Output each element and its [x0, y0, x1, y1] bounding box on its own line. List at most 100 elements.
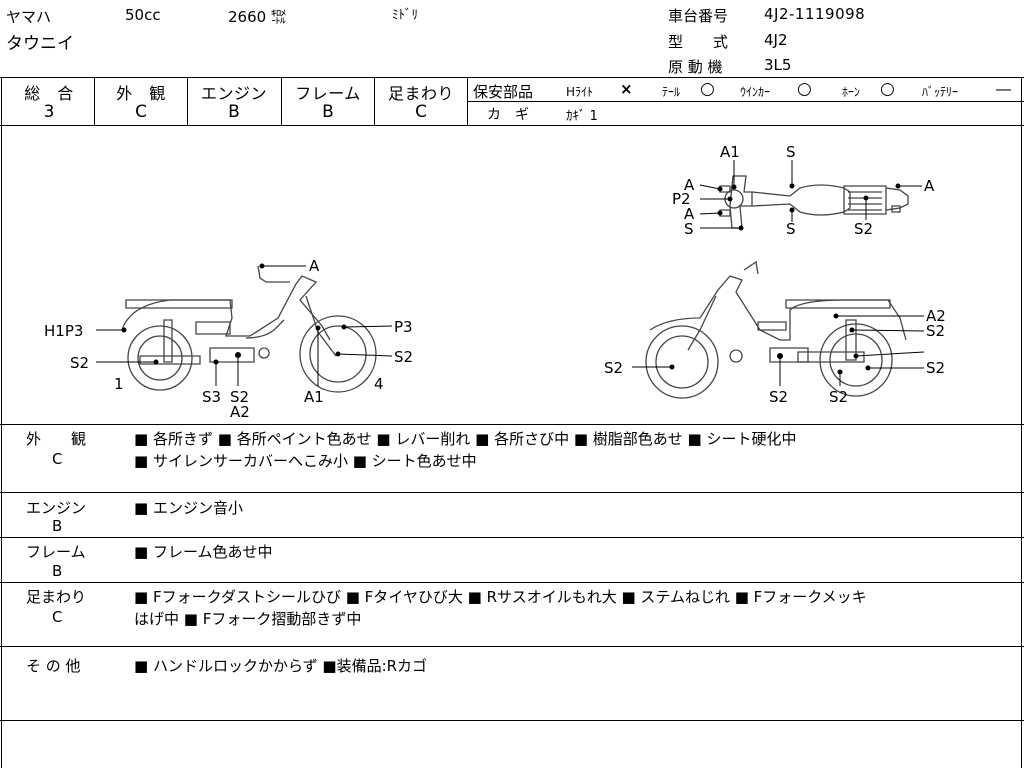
grade-label-exterior: 外 観: [116, 84, 166, 103]
rule-right-edge: [1021, 77, 1022, 768]
right-label-s2-front: S2: [604, 359, 623, 377]
remark-grade-engine: B: [52, 517, 63, 535]
remark-line-frame-1: ■ フレーム色あせ中: [134, 543, 273, 561]
grade-label-overall: 総 合: [24, 84, 74, 103]
rule-col-5: [467, 77, 468, 125]
rule-diagram-bottom: [0, 424, 1024, 425]
safety-tail-mark: ○: [700, 79, 715, 99]
remark-label-engine: エンジン: [26, 499, 87, 517]
top-label-s-mid: S: [786, 220, 796, 238]
rule-grades-bottom: [0, 125, 1024, 126]
right-label-s2-bottom-1: S2: [769, 388, 788, 406]
left-label-a2: A2: [230, 403, 250, 421]
rule-col-3: [281, 77, 282, 125]
rule-left-edge: [1, 77, 2, 768]
engine-label: 原 動 機: [668, 58, 723, 76]
safety-tail-label: ﾃｰﾙ: [662, 85, 681, 99]
top-view-leaders: [699, 160, 922, 229]
remark-grade-exterior: C: [52, 450, 63, 468]
left-label-s2-center: S2: [230, 388, 249, 406]
safety-battery-mark: ―: [996, 80, 1011, 98]
rule-col-2: [187, 77, 188, 125]
type-value: 4J2: [764, 31, 788, 49]
remark-grade-suspension: C: [52, 608, 63, 626]
left-view-markers: [121, 263, 347, 365]
top-label-a-2: A: [684, 205, 695, 223]
left-label-s2-front: S2: [394, 348, 413, 366]
top-label-p2: P2: [672, 190, 691, 208]
top-label-s: S: [786, 143, 796, 161]
left-view-drawing: [121, 265, 377, 393]
displacement: 50cc: [125, 6, 161, 24]
maker: ヤマハ: [6, 8, 52, 26]
left-label-h1p3: H1P3: [44, 322, 83, 340]
left-label-a1: A1: [304, 388, 324, 406]
safety-horn-mark: ○: [880, 79, 895, 99]
right-label-s2-upper: S2: [926, 322, 945, 340]
grade-value-exterior: C: [135, 102, 147, 122]
model-name: タウニイ: [6, 34, 74, 54]
top-label-s2: S2: [854, 220, 873, 238]
remark-line-suspension-1: ■ Fフォークダストシールひび ■ Fタイヤひび大 ■ Rサスオイルもれ大 ■ …: [134, 588, 867, 606]
chassis-number: 4J2-1119098: [764, 5, 866, 23]
rule-remarks-3: [0, 582, 1024, 583]
safety-headlight-label: Hﾗｲﾄ: [566, 85, 594, 99]
right-label-s2-bottom-2: S2: [829, 388, 848, 406]
top-label-s-left: S: [684, 220, 694, 238]
remark-label-other: そ の 他: [26, 657, 81, 675]
rule-remarks-5: [0, 720, 1024, 721]
rule-remarks-4: [0, 646, 1024, 647]
left-label-a: A: [309, 257, 320, 275]
grade-label-suspension: 足まわり: [387, 84, 454, 103]
grade-label-frame: フレーム: [295, 84, 361, 103]
grade-value-frame: B: [322, 102, 334, 122]
safety-title: 保安部品: [473, 83, 534, 101]
key-value: ｶｷﾞ 1: [566, 109, 598, 124]
grade-label-engine: エンジン: [200, 84, 267, 103]
left-label-1: 1: [114, 375, 124, 393]
rule-remarks-2: [0, 537, 1024, 538]
right-label-a2: A2: [926, 307, 946, 325]
safety-winker-mark: ○: [797, 79, 812, 99]
rule-col-1: [94, 77, 95, 125]
grade-value-engine: B: [228, 102, 240, 122]
left-label-s3: S3: [202, 388, 221, 406]
rule-col-4: [374, 77, 375, 125]
remark-line-engine-1: ■ エンジン音小: [134, 499, 243, 517]
engine-value: 3L5: [764, 56, 792, 74]
remark-label-exterior: 外 観: [26, 430, 87, 448]
remark-label-frame: フレーム: [26, 543, 86, 561]
type-label: 型 式: [668, 33, 729, 51]
left-label-p3: P3: [394, 318, 413, 336]
color: ﾐﾄﾞﾘ: [392, 8, 418, 23]
left-label-4: 4: [374, 375, 384, 393]
right-view-drawing: [645, 260, 907, 399]
inspection-diagram: A1 S A P2 A S S A S2 A H1P3 P3 S2 S2 1 S…: [44, 143, 946, 421]
right-label-s2-lower: S2: [926, 359, 945, 377]
safety-headlight-mark: ×: [620, 80, 633, 98]
left-label-s2-rear: S2: [70, 354, 89, 372]
grade-value-overall: 3: [43, 102, 55, 122]
top-label-a-1: A: [684, 176, 695, 194]
remark-grade-frame: B: [52, 562, 63, 580]
left-view-leaders: [96, 265, 393, 386]
key-label: カ ギ: [487, 107, 529, 123]
safety-horn-label: ﾎｰﾝ: [842, 85, 861, 99]
remark-line-exterior-2: ■ サイレンサーカバーへこみ小 ■ シート色あせ中: [134, 452, 477, 470]
mileage: 2660 ㌖: [228, 8, 286, 26]
top-label-a-right: A: [924, 177, 935, 195]
remark-line-exterior-1: ■ 各所きず ■ 各所ペイント色あせ ■ レバー削れ ■ 各所さび中 ■ 樹脂部…: [134, 430, 797, 448]
safety-winker-label: ｳｲﾝｶｰ: [740, 85, 771, 99]
right-view-leaders: [632, 315, 925, 386]
remark-label-suspension: 足まわり: [26, 588, 87, 606]
remark-line-suspension-2: はげ中 ■ Fフォーク摺動部きず中: [134, 610, 362, 628]
rule-remarks-1: [0, 492, 1024, 493]
safety-battery-label: ﾊﾞｯﾃﾘｰ: [922, 85, 959, 99]
rule-safety-mid: [468, 101, 1024, 102]
top-view-drawing: [719, 175, 909, 229]
rule-header-bottom: [0, 77, 1024, 78]
top-label-a1: A1: [720, 143, 740, 161]
grade-value-suspension: C: [415, 102, 427, 122]
remark-line-other-1: ■ ハンドルロックかからず ■装備品:Rカゴ: [134, 657, 428, 675]
chassis-label: 車台番号: [668, 7, 729, 25]
